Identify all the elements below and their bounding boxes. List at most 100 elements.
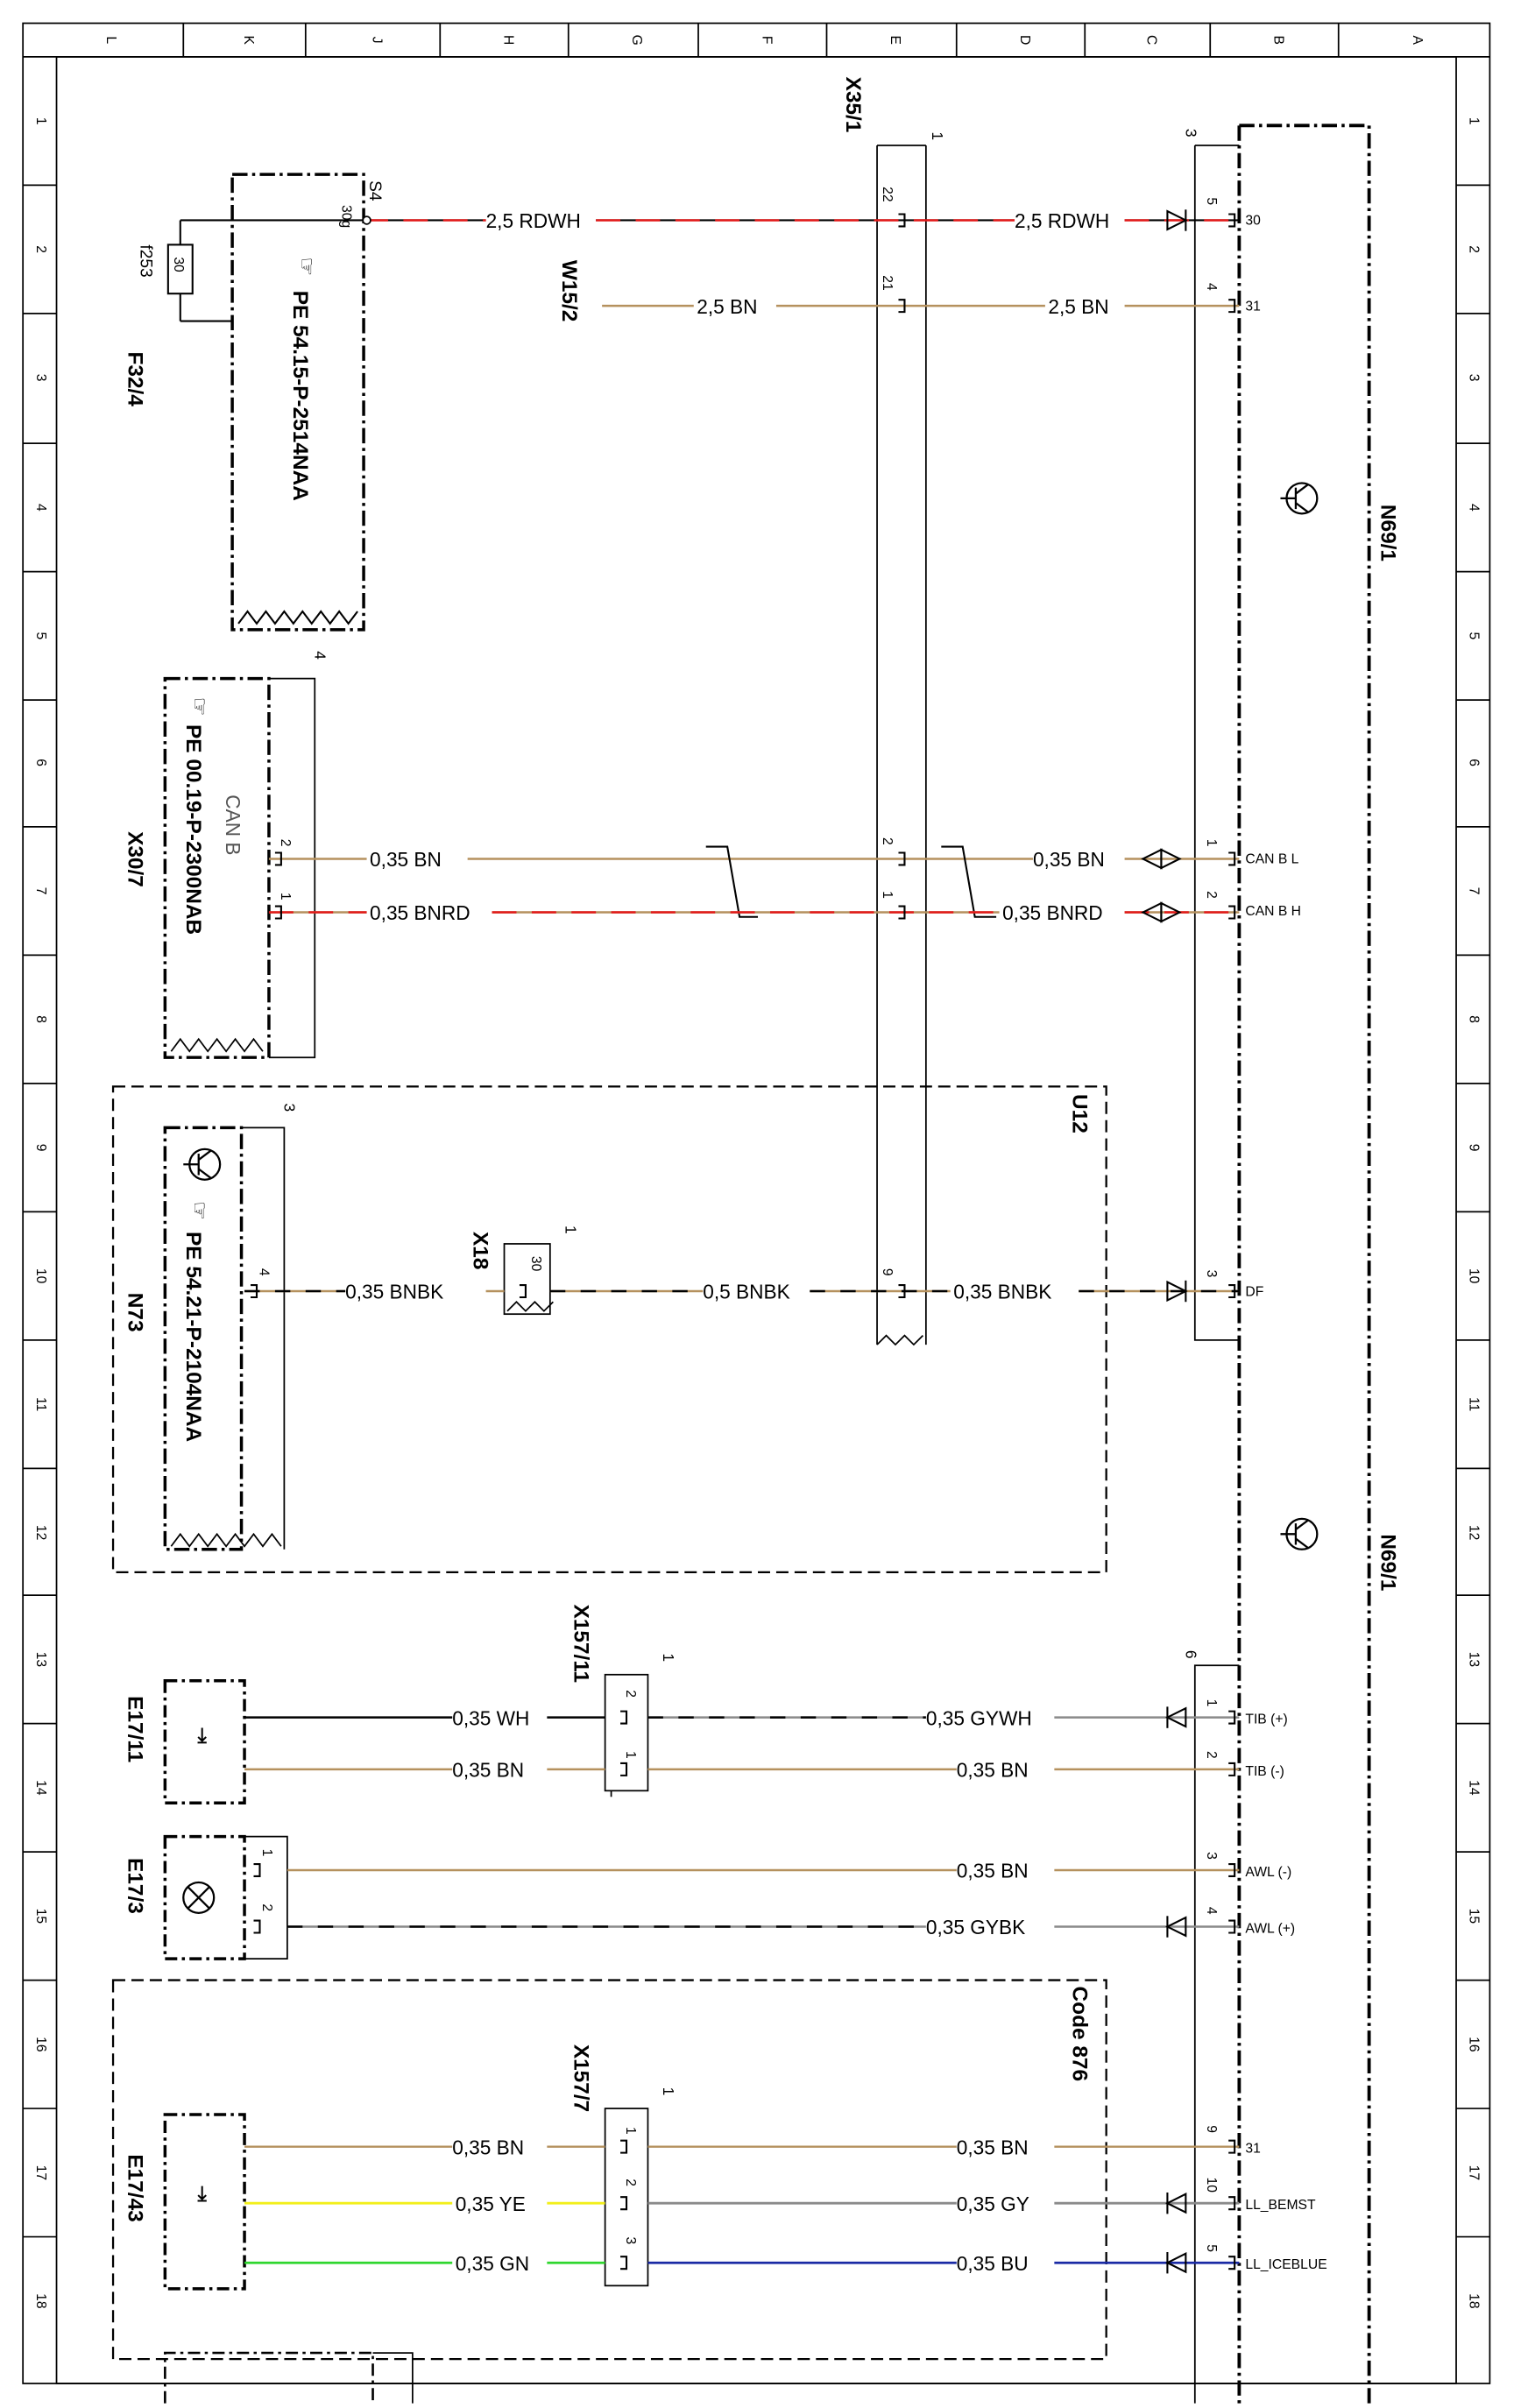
col-label-k: K (241, 35, 256, 45)
wire-label-w10a: 0,35 BN (452, 2136, 524, 2158)
x30-7-num: 4 (311, 651, 329, 660)
e17-11-label: E17/11 (123, 1696, 146, 1762)
f253-label: f253 (136, 244, 154, 277)
wire-2-5-rdwh (362, 215, 1240, 225)
x35-pin-9: 9 (880, 1268, 895, 1276)
e17-3-bracket (244, 1835, 288, 1960)
wire-label-w5a: 0,35 BNBK (345, 1281, 443, 1303)
n69-pin-llice-label: LL_ICEBLUE (1245, 2257, 1326, 2272)
wire-label-w1a: 2,5 RDWH (486, 209, 581, 232)
e17-3-label: E17/3 (123, 1858, 146, 1914)
n69-pin-canbh-label: CAN B H (1245, 904, 1301, 919)
hand-pointer-icon: ☞ (187, 697, 211, 717)
wire-label-w6b: 0,35 GYWH (926, 1706, 1032, 1729)
led-icon: ⇥ (190, 2185, 214, 2202)
row-label-8-right: 8 (1467, 1015, 1482, 1023)
n69-pin-awlp-label: AWL (+) (1245, 1922, 1295, 1937)
connection-markers (1141, 209, 1188, 2274)
n69-pin-2b: 2 (1204, 1751, 1219, 1759)
n69-pin-llb-label: LL_BEMST (1245, 2198, 1316, 2213)
row-label-2-left: 2 (33, 245, 48, 253)
n69-1-module-outline (1237, 124, 1371, 2404)
x30-7-bracket (170, 677, 316, 1059)
row-label-15-left: 15 (33, 1909, 48, 1924)
row-label-12-left: 12 (33, 1525, 48, 1540)
x157-7-num: 1 (660, 2087, 677, 2096)
s4-label: S4 (365, 180, 384, 201)
x30-pin-2: 2 (278, 839, 293, 847)
e17-43-box (163, 2113, 246, 2291)
x157-11-pin-2: 2 (623, 1690, 638, 1698)
wire-label-w4a: 0,35 BNRD (370, 901, 470, 924)
n73-num: 3 (280, 1104, 298, 1112)
row-label-18-left: 18 (33, 2293, 48, 2309)
pe1-reference: PE 54.15-P-2514NAA (288, 291, 312, 501)
code-876-label: Code 876 (1067, 1987, 1091, 2082)
row-label-5-left: 5 (33, 632, 48, 639)
x30-7-box (163, 676, 271, 1059)
x35-pin-2: 2 (880, 837, 895, 845)
n73-label: N73 (123, 1293, 146, 1332)
n69-1-label-bottom: N69/1 (1376, 1534, 1400, 1591)
wire-label-w6a: 0,35 WH (452, 1706, 529, 1729)
row-label-14-right: 14 (1467, 1780, 1482, 1796)
wire-label-w9: 0,35 GYBK (926, 1916, 1025, 1938)
n69-pin-4b: 4 (1204, 1907, 1219, 1915)
row-label-11-left: 11 (33, 1397, 48, 1411)
x157-7-connector (604, 2108, 649, 2287)
row-label-7-right: 7 (1467, 887, 1482, 895)
n69-pin-tibp-label: TIB (+) (1245, 1712, 1287, 1727)
n69-1-label-top: N69/1 (1376, 505, 1400, 561)
x157-7-pin-2: 2 (623, 2178, 638, 2186)
wire-label-w3b: 0,35 BN (1033, 848, 1105, 871)
f32-4-label: F32/4 (123, 351, 146, 406)
can-b-label: CAN B (222, 794, 244, 855)
n69-pin-10: 10 (1204, 2178, 1219, 2193)
e17-11-box (163, 1679, 246, 1805)
x35-1-num: 1 (929, 131, 946, 140)
row-label-6-left: 6 (33, 759, 48, 766)
lamp-icon (182, 1881, 216, 1914)
x157-11-connector (604, 1673, 649, 1797)
x157-11-num: 1 (660, 1653, 677, 1662)
x35-1-connector-body (876, 145, 927, 1346)
hand-pointer-icon: ☞ (294, 257, 318, 276)
can-twist-markers (705, 845, 997, 918)
hand-pointer-icon: ☞ (187, 1201, 211, 1220)
wire-label-w1b: 2,5 RDWH (1015, 209, 1109, 232)
e17-3-pin-1: 1 (259, 1849, 274, 1857)
n69-pin-canbl-label: CAN B L (1245, 852, 1298, 867)
code-876-box (111, 1979, 1107, 2361)
row-label-13-right: 13 (1467, 1652, 1482, 1668)
row-label-17-left: 17 (33, 2165, 48, 2180)
n69-pin-1: 1 (1204, 839, 1219, 847)
wire-label-w7a: 0,35 BN (452, 1759, 524, 1782)
col-label-f: F (759, 36, 774, 45)
x157-7-label: X157/7 (569, 2044, 593, 2112)
wire-label-w10b: 0,35 BN (957, 2136, 1029, 2158)
col-label-e: E (888, 35, 902, 44)
u12-box (111, 1085, 1107, 1574)
row-label-4-left: 4 (33, 504, 48, 512)
row-label-8-left: 8 (33, 1015, 48, 1023)
x18-connector (503, 1243, 554, 1316)
n69-pin-1b: 1 (1204, 1699, 1219, 1707)
row-label-1-left: 1 (33, 117, 48, 125)
x35-pin-21: 21 (880, 275, 895, 290)
wire-label-w3a: 0,35 BN (370, 848, 442, 871)
e17-3-pin-2: 2 (259, 1903, 274, 1911)
n69-1-connector-num-top: 3 (1182, 129, 1199, 138)
n69-pin-5b: 5 (1204, 2244, 1219, 2252)
wire-label-w11b: 0,35 GY (957, 2193, 1029, 2215)
row-label-13-left: 13 (33, 1652, 48, 1668)
u12-label: U12 (1067, 1094, 1091, 1133)
e17-43-label: E17/43 (123, 2154, 146, 2221)
wire-label-w12b: 0,35 BU (957, 2252, 1029, 2275)
x157-11-label: X157/11 (569, 1605, 593, 1684)
row-label-17-right: 17 (1467, 2165, 1482, 2180)
led-icon: ⇥ (190, 1727, 214, 1744)
column-header-dividers (182, 23, 1340, 57)
row-label-7-left: 7 (33, 887, 48, 895)
wire-label-w2a: 2,5 BN (697, 295, 757, 318)
n69-1-connector-brackets (1193, 145, 1240, 2404)
